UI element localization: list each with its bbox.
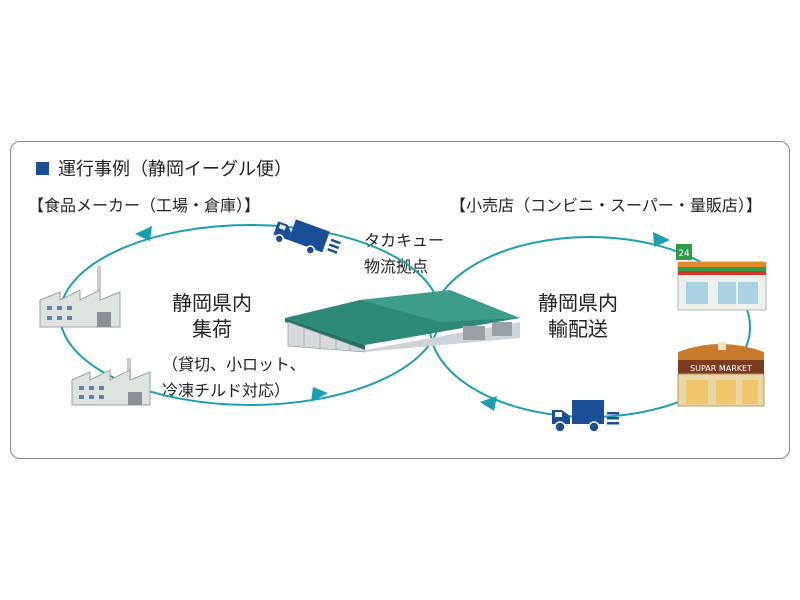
factory-icon xyxy=(71,358,151,406)
arrow-head-icon xyxy=(653,232,670,247)
warehouse-icon xyxy=(285,290,520,353)
hub-label-line2: 物流拠点 xyxy=(364,257,429,276)
arrow-head-icon xyxy=(480,396,497,411)
service-note-line2: 冷凍チルド対応） xyxy=(162,381,291,400)
collection-label-line2: 集荷 xyxy=(192,317,232,341)
food-maker-label: 【食品メーカー（工場・倉庫）】 xyxy=(28,196,261,215)
hub-label: タカキュー 物流拠点 xyxy=(364,228,444,280)
delivery-label-line2: 輸配送 xyxy=(548,317,608,341)
arrow-head-icon xyxy=(311,387,328,402)
convenience-store-icon xyxy=(676,244,767,311)
title-square-icon xyxy=(36,161,49,175)
diagram-frame xyxy=(10,141,790,459)
delivery-label-line1: 静岡県内 xyxy=(538,291,618,315)
title-block: 運行事例（静岡イーグル便） xyxy=(36,155,292,181)
collection-label: 静岡県内 集荷 xyxy=(172,290,252,342)
diagram-title: 運行事例（静岡イーグル便） xyxy=(58,159,292,180)
service-note-line1: （貸切、小ロット、 xyxy=(162,355,306,374)
convenience-store-sign: 24 xyxy=(678,249,690,259)
delivery-truck-icon xyxy=(552,400,619,433)
arrow-head-icon xyxy=(135,226,152,241)
service-note: （貸切、小ロット、 冷凍チルド対応） xyxy=(162,352,306,404)
collection-label-line1: 静岡県内 xyxy=(172,291,252,315)
retail-label: 【小売店（コンビニ・スーパー・量販店）】 xyxy=(450,196,762,215)
delivery-label: 静岡県内 輸配送 xyxy=(538,290,618,342)
hub-label-line1: タカキュー xyxy=(364,231,445,250)
supermarket-icon xyxy=(677,342,765,407)
collection-truck-icon xyxy=(273,219,341,255)
supermarket-sign: SUPAR MARKET xyxy=(690,364,752,373)
factory-icon xyxy=(39,266,121,328)
